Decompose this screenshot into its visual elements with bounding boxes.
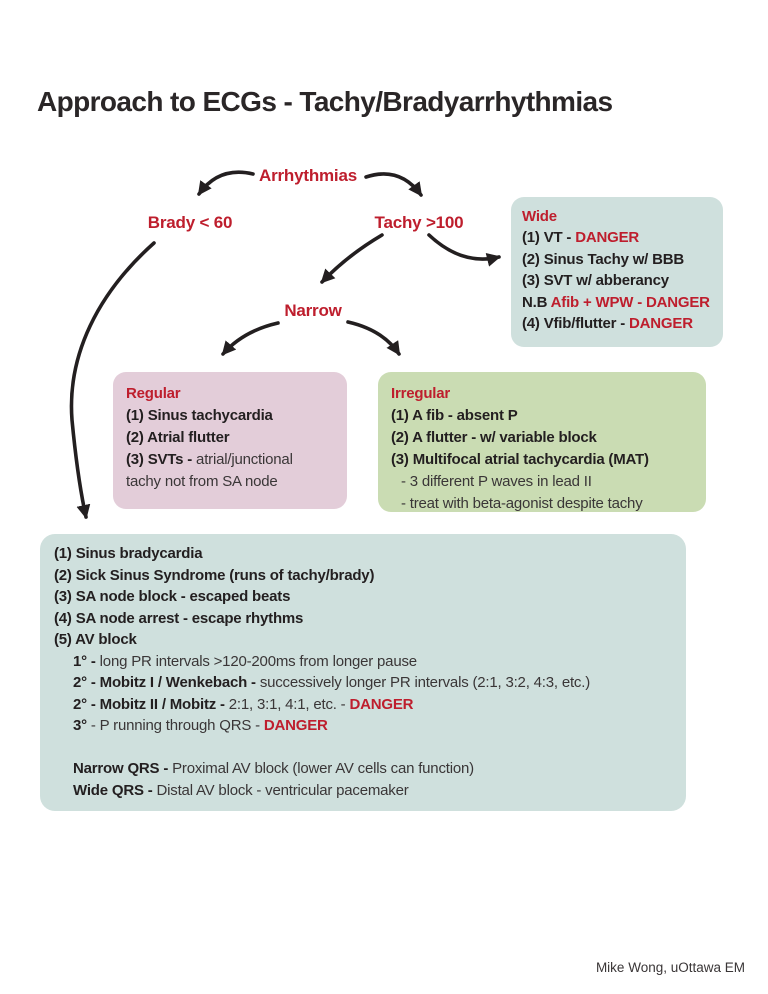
box-line: - 3 different P waves in lead II xyxy=(391,471,693,493)
text-segment: Distal AV block - ventricular pacemaker xyxy=(156,781,409,799)
box-line: (3) SVT w/ abberancy xyxy=(522,270,712,291)
text-segment: (3) Multifocal atrial tachycardia (MAT) xyxy=(391,451,649,468)
box-line: (1) A fib - absent P xyxy=(391,405,693,427)
text-segment: 3° xyxy=(73,717,87,734)
text-segment: 2° - Mobitz I / Wenkebach - xyxy=(73,674,260,691)
box-line: (4) Vfib/flutter - DANGER xyxy=(522,313,712,334)
text-segment: - treat with beta-agonist despite tachy xyxy=(401,495,643,512)
text-segment: (1) VT - xyxy=(522,229,576,247)
node-arrhythmias: Arrhythmias xyxy=(259,166,357,185)
text-segment: - 3 different P waves in lead II xyxy=(401,473,592,490)
text-segment: (1) A fib - absent P xyxy=(391,407,518,424)
node-tachy: Tachy >100 xyxy=(374,213,464,232)
box-line: Narrow QRS - Proximal AV block (lower AV… xyxy=(54,758,672,780)
box-line xyxy=(54,737,672,759)
node-brady: Brady < 60 xyxy=(147,213,233,232)
text-segment: (2) A flutter - w/ variable block xyxy=(391,429,597,446)
text-segment: DANGER xyxy=(575,229,640,247)
box-line: Wide QRS - Distal AV block - ventricular… xyxy=(54,780,672,802)
box-line: 3° - P running through QRS - DANGER xyxy=(54,715,672,737)
text-segment: (3) SA node block - escaped beats xyxy=(54,588,291,605)
text-segment: successively longer PR intervals (2:1, 3… xyxy=(259,674,590,691)
text-segment: tachy not from SA node xyxy=(126,473,278,490)
box-line: 2° - Mobitz II / Mobitz - 2:1, 3:1, 4:1,… xyxy=(54,694,672,716)
text-segment: (2) Sick Sinus Syndrome (runs of tachy/b… xyxy=(54,566,375,584)
text-segment: DANGER xyxy=(349,695,414,713)
box-regular-differential: Regular (1) Sinus tachycardia (2) Atrial f… xyxy=(113,372,347,509)
box-line: N.B Afib + WPW - DANGER xyxy=(522,292,712,313)
box-line: (2) A flutter - w/ variable block xyxy=(391,427,693,449)
box-line: (3) SA node block - escaped beats xyxy=(54,586,672,608)
box-line: Irregular xyxy=(391,383,693,405)
box-line: Regular xyxy=(126,383,334,405)
text-segment: Wide xyxy=(522,208,557,225)
arrow-narrow-to-irregular-box xyxy=(346,320,401,356)
box-irregular-differential: Irregular (1) A fib - absent P (2) A flutt… xyxy=(378,372,706,512)
box-line: (3) Multifocal atrial tachycardia (MAT) xyxy=(391,449,693,471)
text-segment: Afib + WPW - DANGER xyxy=(550,293,710,311)
text-segment: 2° - Mobitz II / Mobitz - xyxy=(73,695,229,713)
text-segment: (2) Sinus Tachy w/ BBB xyxy=(522,250,685,268)
box-line: tachy not from SA node xyxy=(126,471,334,493)
page-title: Approach to ECGs - Tachy/Bradyarrhythmia… xyxy=(37,86,613,117)
text-segment: (3) SVTs - xyxy=(126,451,197,468)
text-segment: (4) SA node arrest - escape rhythms xyxy=(54,609,304,627)
text-segment: atrial/junctional xyxy=(196,451,293,468)
arrow-tachy-to-wide-box xyxy=(427,233,501,267)
text-segment: Wide QRS - xyxy=(73,781,157,799)
text-segment: DANGER xyxy=(263,717,328,734)
text-segment: Regular xyxy=(126,385,181,402)
box-line: (2) Atrial flutter xyxy=(126,427,334,449)
text-segment: Proximal AV block (lower AV cells can fu… xyxy=(172,760,474,777)
text-segment: (1) Sinus tachycardia xyxy=(126,407,273,424)
box-line: Wide xyxy=(522,206,712,227)
text-segment: N.B xyxy=(522,293,551,311)
text-segment: Narrow QRS - xyxy=(73,760,173,777)
text-segment: (4) Vfib/flutter - xyxy=(522,315,630,333)
arrow-narrow-to-regular-box xyxy=(221,321,280,356)
author-credit: Mike Wong, uOttawa EM xyxy=(595,960,745,975)
arrow-arrhythmias-to-brady xyxy=(197,170,255,196)
box-line: (1) Sinus bradycardia xyxy=(54,543,672,565)
arrow-tachy-to-narrow xyxy=(320,233,384,284)
text-segment: 2:1, 3:1, 4:1, etc. - xyxy=(228,695,350,713)
box-line: (5) AV block xyxy=(54,629,672,651)
arrow-arrhythmias-to-tachy xyxy=(364,172,423,197)
box-line: 2° - Mobitz I / Wenkebach - successively… xyxy=(54,672,672,694)
box-line: 1° - long PR intervals >120-200ms from l… xyxy=(54,651,672,673)
text-segment: long PR intervals >120-200ms from longer… xyxy=(99,652,417,670)
node-narrow: Narrow xyxy=(284,301,342,320)
box-line: (2) Sick Sinus Syndrome (runs of tachy/b… xyxy=(54,565,672,587)
box-line: - treat with beta-agonist despite tachy xyxy=(391,493,693,515)
box-wide-differential: Wide (1) VT - DANGER (2) Sinus Tachy w/ BB… xyxy=(511,197,723,347)
box-line: (1) Sinus tachycardia xyxy=(126,405,334,427)
text-segment: (2) Atrial flutter xyxy=(126,429,230,446)
box-line: (2) Sinus Tachy w/ BBB xyxy=(522,249,712,270)
box-line: (1) VT - DANGER xyxy=(522,227,712,248)
text-segment: DANGER xyxy=(629,315,693,333)
box-line: (3) SVTs - atrial/junctional xyxy=(126,449,334,471)
text-segment: Irregular xyxy=(391,385,451,402)
box-line: (4) SA node arrest - escape rhythms xyxy=(54,608,672,630)
text-segment: - P running through QRS - xyxy=(86,717,264,734)
text-segment: (3) SVT w/ abberancy xyxy=(522,272,669,290)
text-segment: (5) AV block xyxy=(54,631,137,648)
text-segment: (1) Sinus bradycardia xyxy=(54,545,203,562)
box-brady-differential: (1) Sinus bradycardia (2) Sick Sinus Synd… xyxy=(40,534,686,811)
text-segment: 1° - xyxy=(73,652,100,670)
